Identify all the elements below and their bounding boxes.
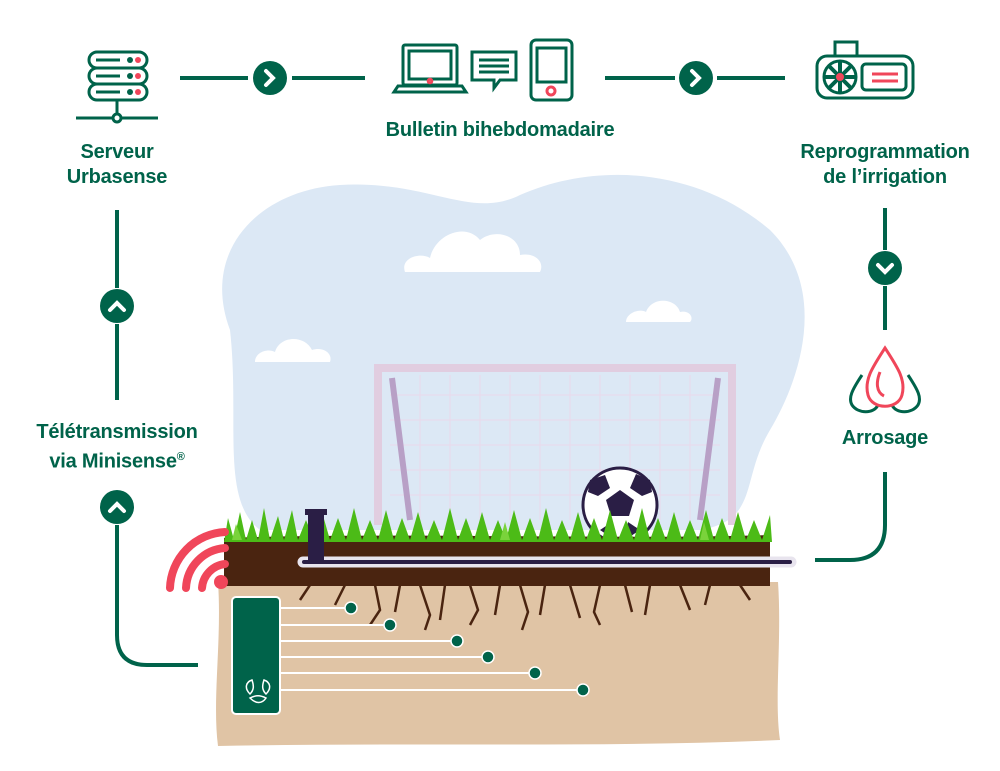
reprogramming-label-line2: de l’irrigation (823, 166, 947, 188)
sky-background (222, 174, 805, 530)
chat-message-icon (470, 50, 518, 93)
sprinkler-head (308, 512, 324, 562)
smartphone-icon (529, 38, 574, 102)
roots (298, 584, 752, 631)
server-label-line1: Serveur (80, 141, 154, 163)
water-drops-icon (848, 345, 922, 414)
step-watering-label: Arrosage (841, 427, 929, 449)
trademark-symbol: ® (176, 451, 185, 463)
grass (224, 508, 772, 542)
irrigation-controller-icon (815, 40, 915, 100)
step-transmission-label: Télétransmission via Minisense® (36, 420, 198, 475)
irrigation-pipe (297, 509, 797, 568)
football-goal (374, 364, 736, 525)
server-icon (76, 50, 158, 124)
step-bulletin-label: Bulletin bihebdomadaire (385, 119, 615, 141)
server-label-line2: Urbasense (66, 166, 168, 188)
chevron-down-icon (868, 251, 902, 285)
urbasense-logo-icon (245, 679, 271, 704)
chevron-up-icon (100, 490, 134, 524)
laptop-icon (391, 43, 469, 94)
transmission-label-line2: via Minisense® (36, 445, 197, 475)
step-reprogramming-label: Reprogrammation de l’irrigation (800, 140, 969, 190)
chevron-right-icon (679, 61, 713, 95)
cloud-icon (255, 231, 692, 362)
transmission-label-text: via Minisense (49, 450, 177, 473)
chevron-up-icon (100, 289, 134, 323)
flow-lines (115, 76, 887, 667)
chevron-right-icon (253, 61, 287, 95)
minisense-probe (231, 596, 590, 715)
transmission-label-line1: Télétransmission (36, 421, 198, 443)
step-server-label: Serveur Urbasense (66, 140, 168, 190)
reprogramming-label-line1: Reprogrammation (800, 141, 970, 163)
wireless-signal-icon (166, 528, 229, 592)
sensor-point (344, 601, 590, 697)
soil-light (216, 582, 780, 746)
